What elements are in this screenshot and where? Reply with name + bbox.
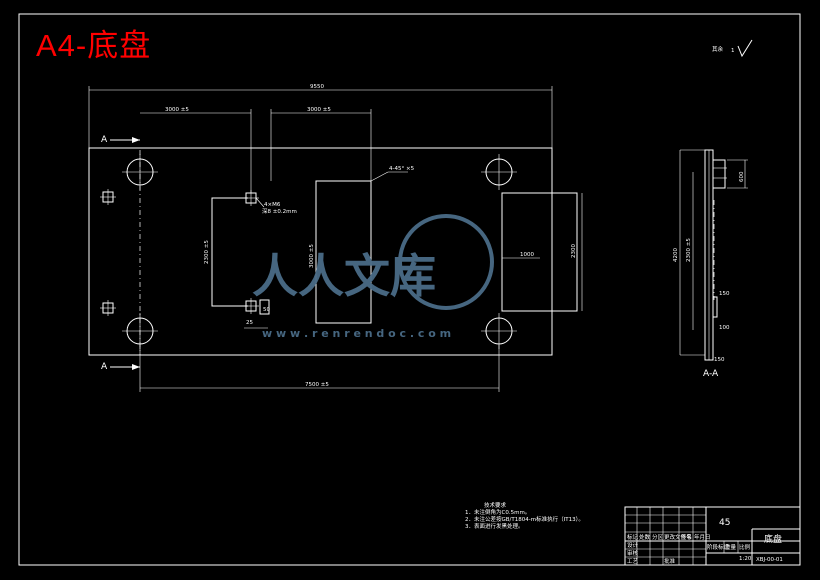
dim-small-a: 50 bbox=[263, 307, 270, 313]
notes-item: 1．未注倒角为C0.5mm。 bbox=[465, 508, 530, 516]
dim-bottom-span: 7500 ±5 bbox=[305, 382, 329, 388]
watermark-url: w w w . r e n r e n d o c . c o m bbox=[262, 327, 451, 340]
tapped-hole bbox=[100, 300, 116, 316]
scale-value: 1:20 bbox=[739, 556, 752, 562]
dim-cutout-height: 2300 bbox=[571, 244, 577, 258]
central-slot bbox=[315, 180, 372, 324]
header-label: 签名 bbox=[681, 533, 692, 541]
notes-heading: 技术要求 bbox=[484, 501, 507, 509]
section-label-bottom: A bbox=[101, 362, 108, 372]
dim-slot-offset: 3000 ±5 bbox=[307, 107, 331, 113]
stage-label: 比例 bbox=[739, 543, 751, 551]
tapped-hole bbox=[100, 189, 116, 205]
header-label: 年月日 bbox=[694, 533, 711, 541]
stage-label: 重量 bbox=[725, 543, 737, 551]
watermark-brand: 人人文库 bbox=[252, 249, 436, 303]
header-label: 更改文件号 bbox=[664, 533, 692, 541]
mounting-hole bbox=[481, 154, 517, 190]
roughness-symbol: 其余 1 bbox=[712, 39, 753, 58]
dim-overall-length: 9550 bbox=[310, 84, 324, 90]
dim-section-c: 150 bbox=[714, 357, 725, 363]
drawing-title: A4-底盘 bbox=[36, 28, 152, 63]
main-view: 9550 3000 ±5 3000 ±5 4-45° ×5 4×M6 深8 ±0… bbox=[88, 84, 583, 392]
dim-section-a: 150 bbox=[719, 291, 730, 297]
dim-hole-vertical: 2300 ±5 bbox=[204, 240, 210, 264]
section-view-label: A-A bbox=[703, 369, 719, 379]
notes-item: 2．未注公差按GB/T1804-m标准执行（IT13）。 bbox=[465, 515, 584, 523]
roughness-note: 其余 bbox=[712, 45, 724, 53]
dim-left-offset: 3000 ±5 bbox=[165, 107, 189, 113]
dim-tapped-hole: 4×M6 bbox=[264, 202, 281, 208]
section-view: 4200 2300 ±5 600 150 100 150 A-A bbox=[673, 149, 748, 379]
header-label: 处数 bbox=[639, 533, 651, 541]
dim-slot-height: 3000 ±5 bbox=[309, 244, 315, 268]
tapped-hole bbox=[243, 298, 259, 314]
dim-section-total: 4200 bbox=[673, 248, 679, 262]
row-label: 工艺 bbox=[627, 558, 639, 565]
notes-item: 3．表面进行发黑处理。 bbox=[465, 522, 524, 530]
row-label: 批准 bbox=[664, 557, 676, 565]
header-label: 标记 bbox=[627, 533, 639, 541]
part-name: 底盘 bbox=[764, 533, 782, 545]
row-label: 审核 bbox=[627, 549, 639, 557]
svg-text:深8 ±0.2mm: 深8 ±0.2mm bbox=[262, 207, 297, 215]
technical-notes: 技术要求 1．未注倒角为C0.5mm。 2．未注公差按GB/T1804-m标准执… bbox=[465, 501, 584, 530]
svg-text:1: 1 bbox=[731, 48, 735, 54]
dim-section-mid: 2300 ±5 bbox=[686, 238, 692, 262]
dim-chamfer: 4-45° ×5 bbox=[389, 166, 415, 172]
header-label: 分区 bbox=[652, 533, 664, 541]
watermark: 人人文库 w w w . r e n r e n d o c . c o m bbox=[252, 214, 494, 340]
mounting-hole bbox=[481, 313, 517, 349]
mounting-hole bbox=[122, 154, 158, 190]
row-label: 设计 bbox=[627, 541, 639, 549]
mounting-hole bbox=[122, 313, 158, 349]
dim-small-b: 25 bbox=[246, 320, 253, 326]
dim-cutout-width: 1000 bbox=[520, 252, 534, 258]
section-label-top: A bbox=[101, 135, 108, 145]
title-block: 标记 处数 分区 更改文件号 签名 年月日 设计 审核 工艺 批准 阶段标记 重… bbox=[624, 506, 801, 566]
drawing-frame bbox=[18, 13, 801, 566]
plate-outline bbox=[88, 147, 553, 356]
material-value: 45 bbox=[719, 518, 730, 528]
dim-section-b: 100 bbox=[719, 325, 730, 331]
stage-label: 阶段标记 bbox=[707, 543, 730, 551]
drawing-number: XBJ-00-01 bbox=[756, 557, 783, 563]
dim-section-top: 600 bbox=[739, 171, 745, 182]
right-cutout bbox=[501, 192, 578, 312]
